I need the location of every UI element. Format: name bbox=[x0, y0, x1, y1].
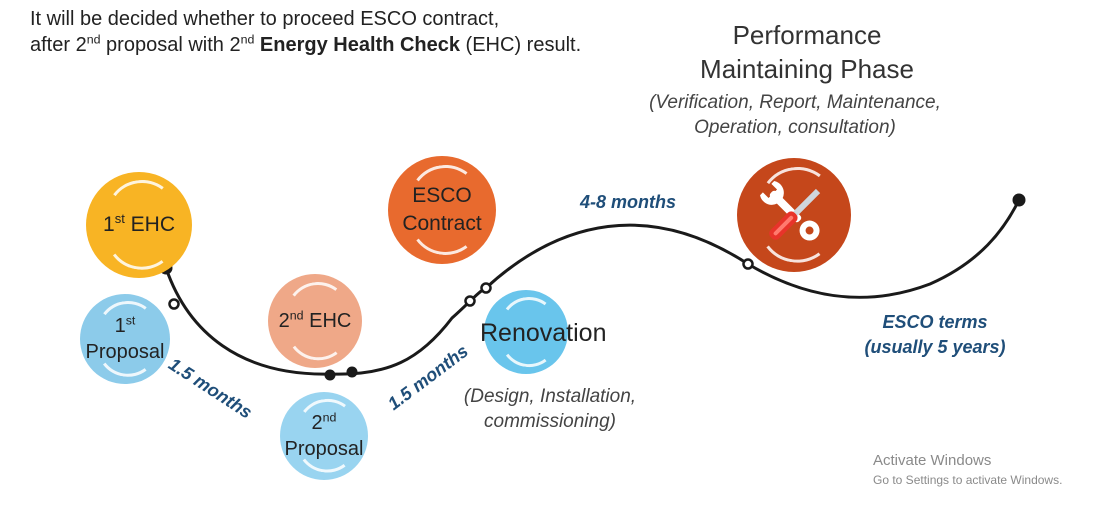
timeline-node bbox=[1012, 193, 1026, 207]
second-ehc-circle: 2nd EHC bbox=[268, 274, 362, 368]
activate-windows-watermark: Activate Windows bbox=[873, 452, 992, 469]
performance-tools-circle bbox=[737, 158, 851, 272]
phase-subtitle: (Verification, Report, Maintenance, Oper… bbox=[649, 92, 941, 138]
renovation-label: Renovation bbox=[480, 319, 607, 347]
activate-windows-hint: Go to Settings to activate Windows. bbox=[873, 473, 1063, 487]
timeline-path bbox=[164, 199, 1021, 376]
renovation-subtitle: (Design, Installation, commissioning) bbox=[463, 386, 637, 432]
renovation-circle bbox=[484, 290, 568, 374]
first-proposal-circle: 1st Proposal bbox=[80, 294, 170, 384]
header-line-1: It will be decided whether to proceed ES… bbox=[30, 8, 500, 30]
esco-contract-circle: ESCO Contract bbox=[388, 156, 496, 264]
header-line-2: after 2nd proposal with 2nd Energy Healt… bbox=[30, 32, 582, 56]
timeline-node bbox=[464, 295, 476, 307]
timeline-node bbox=[346, 366, 358, 378]
timeline-node bbox=[324, 369, 336, 381]
timeline-node bbox=[742, 258, 754, 270]
timeline-node bbox=[480, 282, 492, 294]
wrench-screwdriver-icon bbox=[760, 181, 821, 241]
second-proposal-circle: 2nd Proposal bbox=[280, 392, 368, 480]
header-note: It will be decided whether to proceed ES… bbox=[30, 6, 581, 58]
esco-terms-label: ESCO terms (usually 5 years) bbox=[864, 312, 1006, 357]
first-ehc-circle: 1st EHC bbox=[86, 172, 192, 278]
duration-label-3: 4-8 months bbox=[580, 192, 677, 212]
timeline-node bbox=[168, 298, 180, 310]
phase-title: Performance Maintaining Phase bbox=[700, 20, 914, 84]
